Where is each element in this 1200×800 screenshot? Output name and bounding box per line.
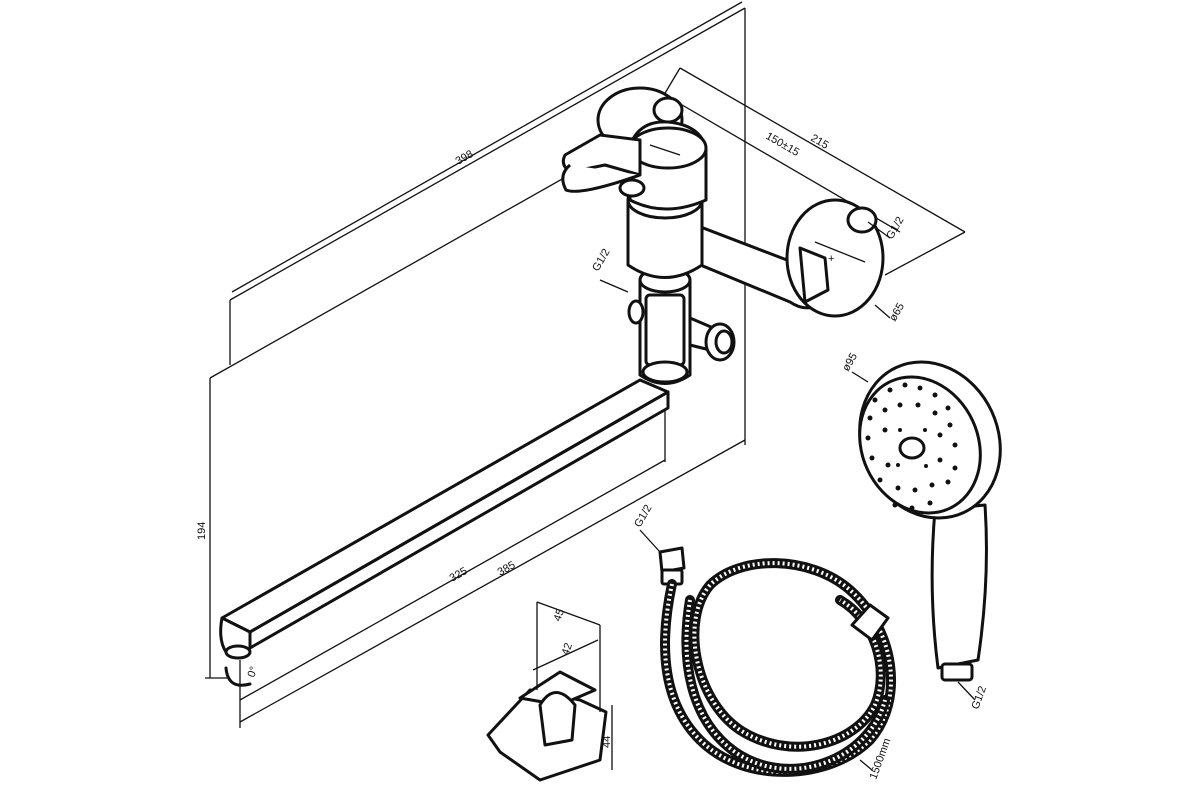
spray-center [898, 436, 926, 460]
head-diameter-label: ø95 [840, 351, 860, 373]
dim-label-398: 398 [454, 148, 476, 168]
spout: 0° [219, 378, 670, 687]
handle-thread-label: G1/2 [970, 685, 989, 712]
dimension-spout-height: 194 [196, 378, 228, 679]
mixer-body: + G1/2 ø65 [561, 86, 907, 324]
dimension-spout-length: 325 385 [239, 410, 746, 728]
dim-label-215: 215 [809, 132, 831, 152]
svg-text:+: + [828, 253, 834, 265]
swivel-angle-label: 0° [246, 665, 261, 679]
dim-label-325: 325 [448, 565, 470, 584]
spray-nozzles [865, 382, 958, 511]
outlet-thread-label: G1/2 [884, 215, 906, 242]
holder-width-label: 45 [552, 607, 567, 623]
shower-hose: G1/2 1500mm [632, 503, 896, 781]
hose-thread-label: G1/2 [632, 503, 654, 530]
holder-depth-label: 42 [560, 641, 575, 657]
eccentric-diameter-label: ø65 [887, 301, 907, 323]
holder-height-label: 44 [601, 736, 613, 748]
dim-label-385: 385 [496, 559, 518, 578]
dim-label-194: 194 [196, 522, 208, 540]
shower-holder: 45 42 44 [486, 601, 613, 782]
side-thread-label: G1/2 [590, 247, 612, 274]
hand-shower: G1/2 ø95 [840, 351, 1002, 712]
